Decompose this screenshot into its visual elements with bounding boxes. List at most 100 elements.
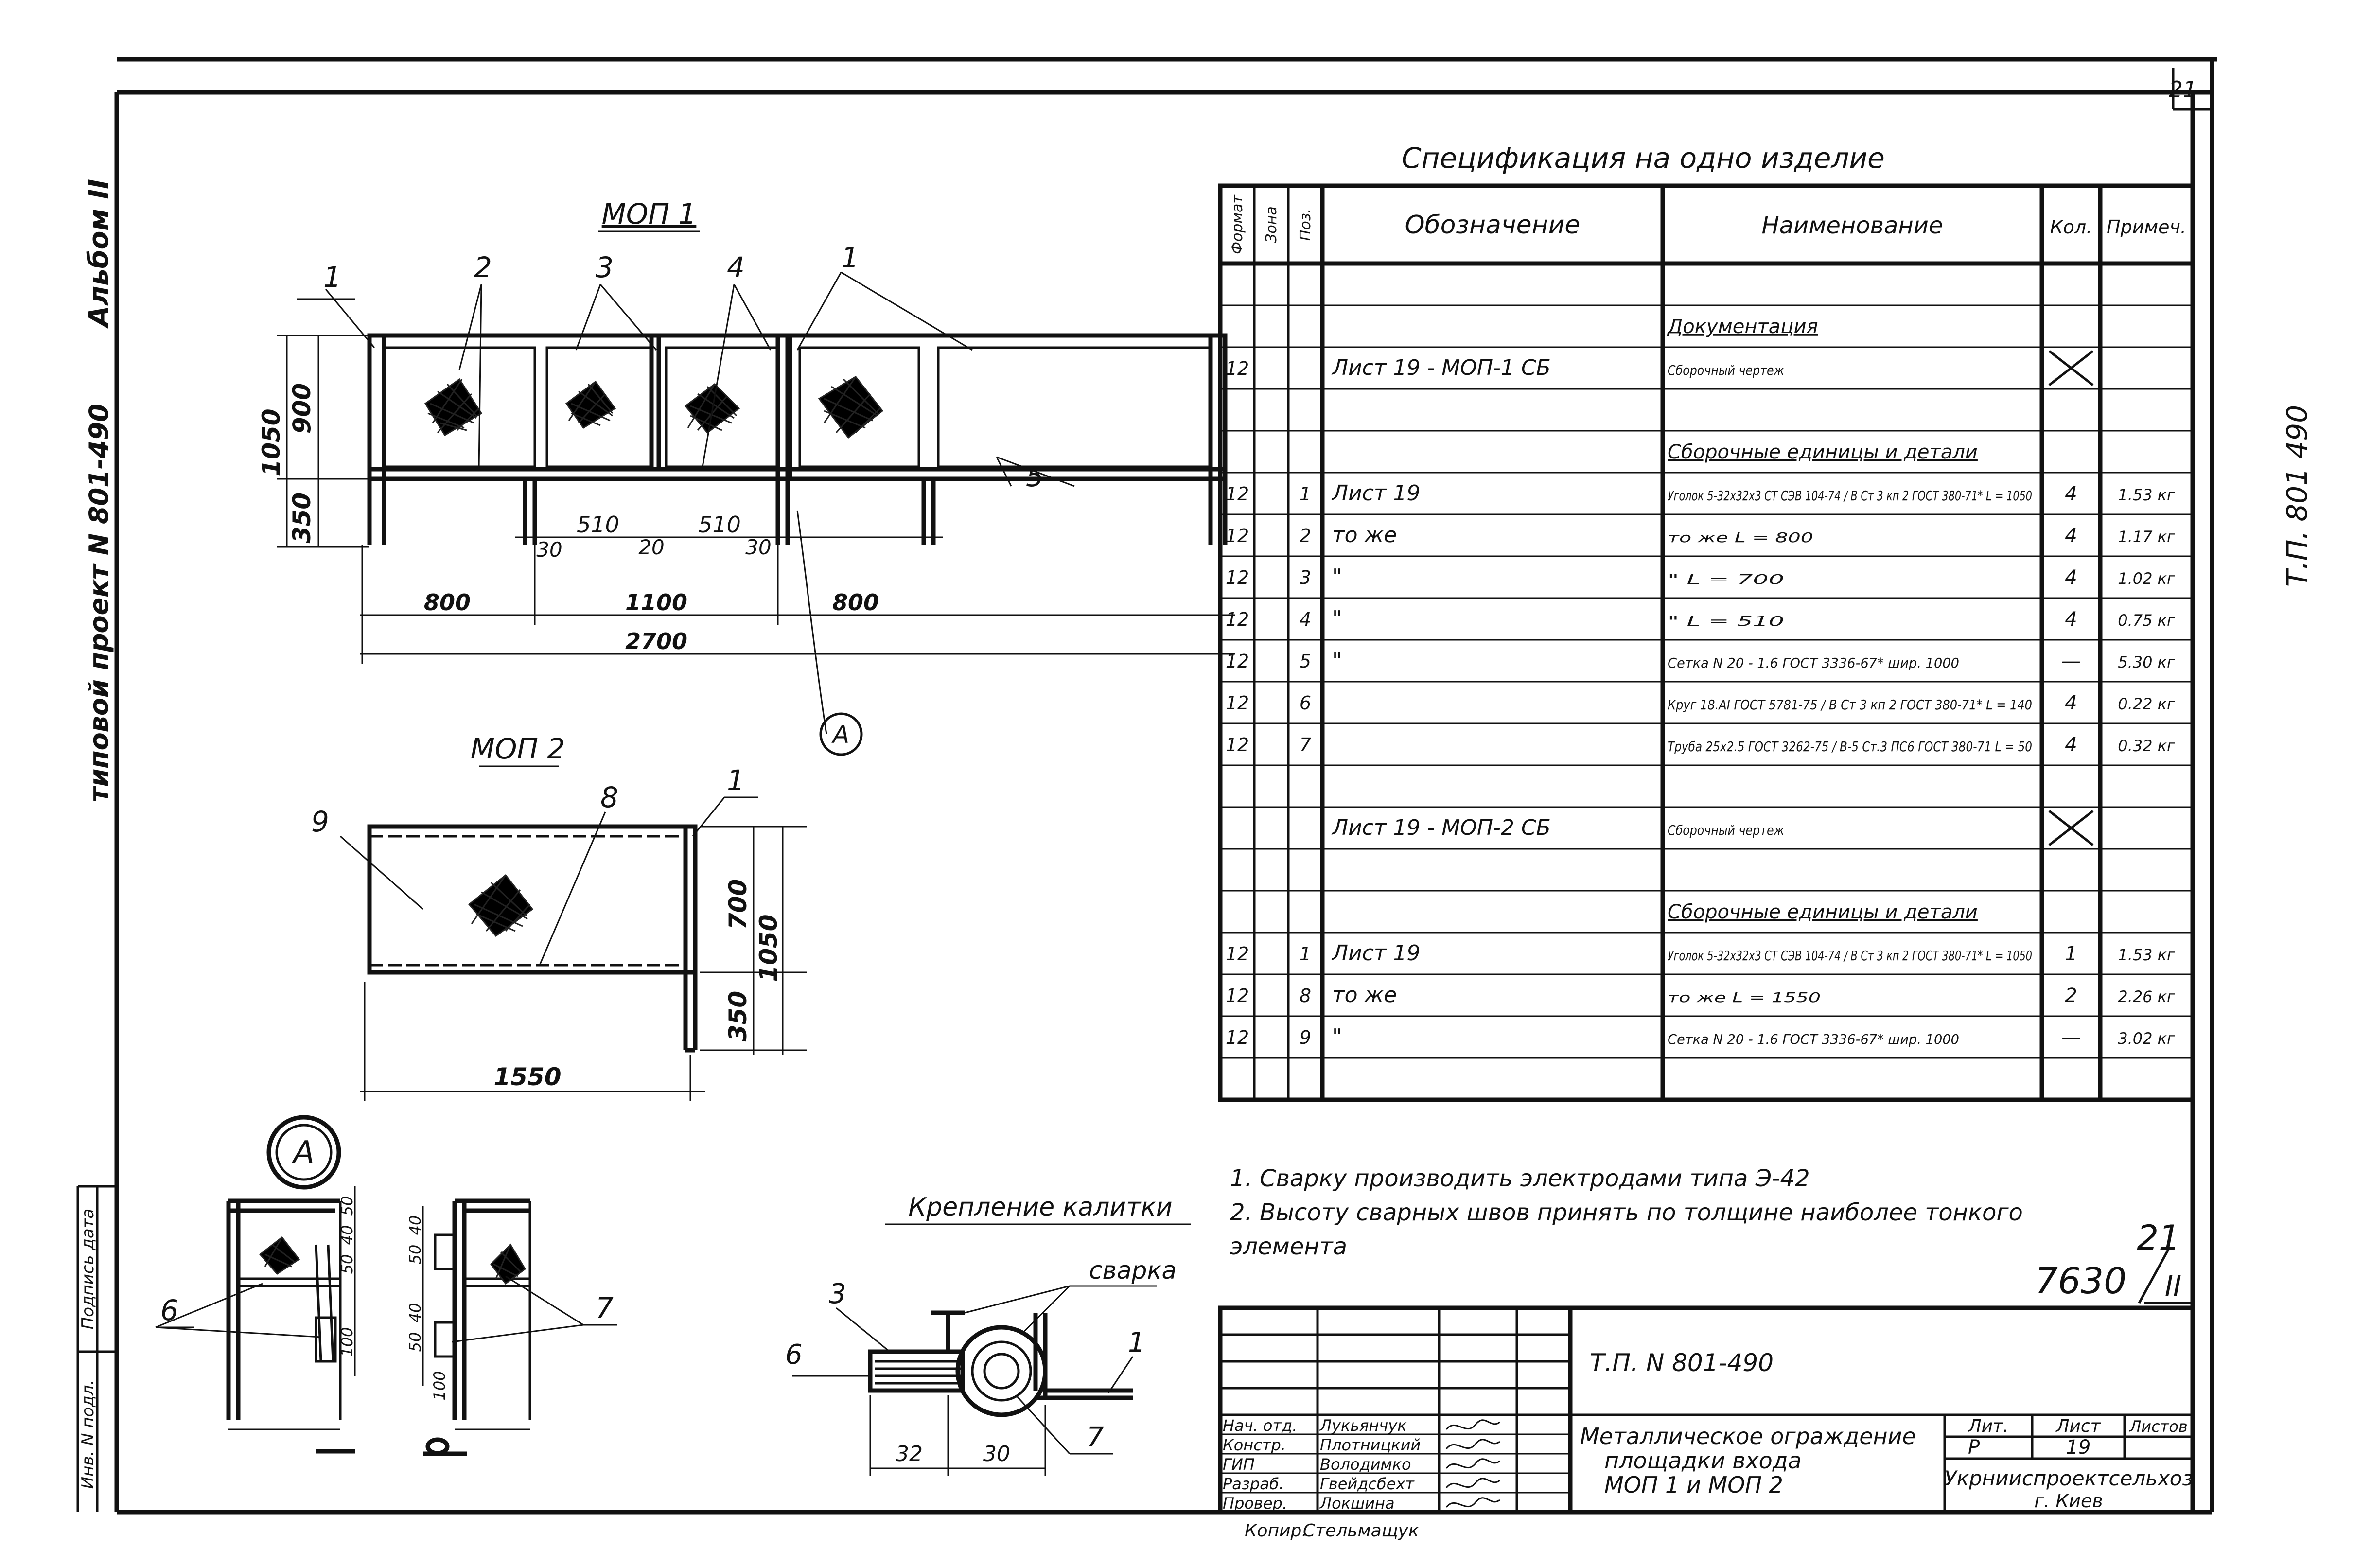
spec-cell-pos: 8 (1300, 985, 1311, 1006)
spec-cell-name: то же L = 1550 (1668, 989, 1821, 1005)
spec-cell-designation: Лист 19 - МОП-1 СБ (1331, 355, 1551, 380)
spec-cell-format: 12 (1226, 358, 1249, 379)
spec-cell-format: 12 (1226, 985, 1249, 1006)
gate-callout-7: 7 (1087, 1422, 1104, 1453)
spec-cell-name: то же L = 800 (1668, 529, 1813, 546)
spec-cell-name: Сетка N 20 - 1.6 ГОСТ 3336-67* шир. 1000 (1668, 1031, 1959, 1047)
spec-cell-pos: 7 (1300, 734, 1311, 756)
spec-cell-designation: " (1332, 564, 1342, 589)
spec-cell-name: Документация (1667, 316, 1818, 338)
spec-header-name: Наименование (1761, 212, 1943, 239)
spec-cell-note: 1.53 кг (2118, 946, 2175, 964)
tb-lit: Р (1968, 1436, 1980, 1459)
spec-cell-qty: 4 (2065, 734, 2077, 756)
node-a-drawing: А 50 40 50 100 40 50 40 50 100 6 (155, 1115, 617, 1456)
tb-city: г. Киев (2034, 1490, 2103, 1512)
spec-cell-designation: то же (1332, 983, 1397, 1007)
tb-org: Укрнииспроектсельхоз (1944, 1466, 2193, 1490)
dim-gap-mid: 20 (638, 535, 664, 559)
spec-row-lines (1220, 304, 2193, 1059)
right-margin-text: Т.П. 801 490 (2281, 405, 2314, 587)
tb-copied-by: Стельмащук (1303, 1521, 1419, 1541)
gate-callout-1: 1 (1128, 1327, 1145, 1358)
gate-detail: Крепление калитки сварка 3 6 7 1 32 30 (785, 1193, 1191, 1476)
spec-cell-note: 2.26 кг (2118, 987, 2175, 1006)
spec-cell-name: Уголок 5-32х32х3 СТ СЭВ 104-74 / В Ст 3 … (1668, 948, 2032, 964)
spec-cell-note: 1.53 кг (2118, 486, 2175, 504)
doc-code-page: 21 (2137, 1218, 2180, 1258)
tb-copied-label: Копир. (1245, 1521, 1307, 1541)
spec-cell-qty: — (2061, 1026, 2081, 1049)
spec-cell-designation: Лист 19 - МОП-2 СБ (1331, 815, 1551, 840)
mop2-dim-h-top: 700 (724, 879, 752, 930)
doc-code-album: II (2165, 1269, 2181, 1303)
spec-cell-format: 12 (1226, 943, 1249, 965)
spec-cell-qty: 1 (2065, 943, 2077, 965)
callout-2: 2 (474, 251, 492, 284)
dim-overall: 2700 (625, 628, 687, 654)
spec-cell-name: Сборочные единицы и детали (1668, 441, 1978, 463)
gate-weld-label: сварка (1089, 1256, 1177, 1285)
album-label: Альбом II (83, 179, 115, 329)
spec-cell-format: 12 (1226, 1027, 1249, 1048)
tb-sheets-label: Листов (2129, 1417, 2188, 1436)
spec-cell-note: 5.30 кг (2118, 653, 2175, 671)
dim-h-total: 1050 (257, 408, 285, 476)
dim-gap-a: 30 (536, 538, 562, 562)
tb-person-5: Локшина (1319, 1494, 1395, 1513)
spec-cell-pos: 1 (1300, 943, 1311, 965)
tb-role-1: Нач. отд. (1223, 1416, 1297, 1435)
mop2-callout-1: 1 (727, 764, 745, 797)
spec-cell-qty: 4 (2065, 525, 2077, 547)
node-a-circle (266, 1115, 341, 1190)
spec-header-qty: Кол. (2050, 216, 2092, 238)
spec-header-note: Примеч. (2107, 216, 2186, 238)
tb-person-1: Лукьянчук (1319, 1416, 1407, 1435)
spec-cell-name: Сетка N 20 - 1.6 ГОСТ 3336-67* шир. 1000 (1668, 655, 1959, 671)
tb-signatures (1445, 1419, 1500, 1508)
tb-name-3: МОП 1 и МОП 2 (1604, 1472, 1783, 1498)
dim-left: 800 (424, 589, 471, 616)
spec-cell-format: 12 (1226, 734, 1249, 756)
node-a-callout-7: 7 (596, 1291, 614, 1324)
node-a-dim-3: 50 (338, 1254, 356, 1274)
gate-dim-30: 30 (983, 1442, 1010, 1466)
tb-lit-label: Лит. (1968, 1416, 2009, 1436)
node-a-callout-6: 6 (160, 1294, 178, 1327)
svg-text:X: X (2070, 374, 2072, 375)
callout-1a: 1 (323, 261, 341, 294)
node-a-dim-7: 40 (406, 1303, 424, 1323)
spec-cell-note: 0.32 кг (2118, 737, 2175, 755)
spec-header-zone: Зона (1263, 206, 1280, 243)
spec-cell-name: Круг 18.АI ГОСТ 5781-75 / В Ст 3 кп 2 ГО… (1668, 697, 2032, 713)
tb-name-2: площадки входа (1604, 1447, 1802, 1474)
gate-dim-32: 32 (896, 1442, 923, 1466)
spec-cell-qty: 2 (2065, 985, 2077, 1007)
spec-cell-pos: 6 (1300, 692, 1311, 714)
spec-cell-designation: " (1332, 1024, 1342, 1049)
spec-cell-qty-cross: X (2048, 350, 2094, 386)
spec-cell-name: Сборочные единицы и детали (1668, 901, 1978, 923)
page-number: 21 (2169, 76, 2197, 103)
tb-sheet-label: Лист (2055, 1416, 2101, 1436)
spec-cell-note: 1.02 кг (2118, 569, 2175, 588)
node-a-ref: А (831, 721, 849, 749)
dim-h-top: 900 (288, 383, 316, 434)
mop1-title: МОП 1 (602, 197, 697, 230)
spec-cell-qty: 4 (2065, 483, 2077, 505)
spec-header-pos: Поз. (1297, 209, 1314, 241)
dim-mid: 1100 (625, 589, 687, 616)
spec-cell-note: 0.75 кг (2118, 611, 2175, 630)
spec-cell-format: 12 (1226, 567, 1249, 588)
dim-span-b: 510 (698, 511, 741, 538)
mop1-dims-vertical: 1050 900 350 (257, 335, 369, 548)
mop2-dim-h-bot: 350 (724, 991, 752, 1041)
spec-cell-qty: — (2061, 650, 2081, 672)
spec-cell-note: 3.02 кг (2118, 1029, 2175, 1048)
callout-4: 4 (727, 251, 745, 284)
spec-cell-pos: 4 (1300, 609, 1311, 630)
mop2-callout-9: 9 (311, 805, 329, 838)
node-a-dim-6: 50 (406, 1245, 424, 1265)
spec-cell-qty: 4 (2065, 692, 2077, 714)
note-3: элемента (1230, 1233, 1347, 1260)
